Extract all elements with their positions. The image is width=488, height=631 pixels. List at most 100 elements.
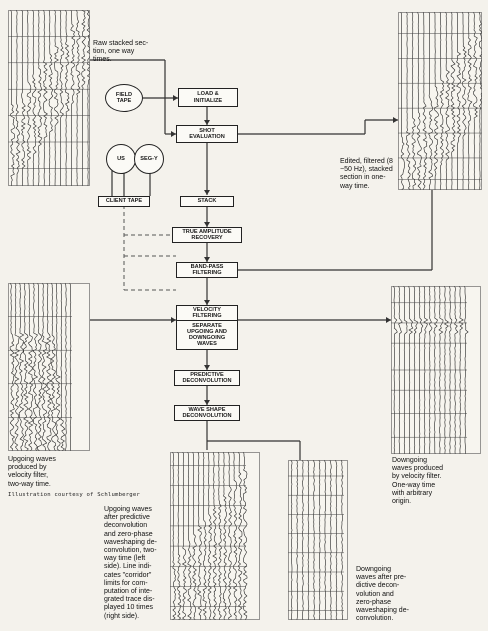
true-amplitude-line1: TRUE AMPLITUDE [182, 228, 232, 235]
downgoing-after-line6: waveshaping de- [356, 607, 409, 615]
upgoing-waves-panel [8, 283, 90, 451]
predictive-line2: DECONVOLUTION [182, 378, 232, 384]
raw-caption-line3: times. [93, 56, 112, 64]
velocity-filtering-node: VELOCITY FILTERING [176, 305, 238, 321]
seismic-trace [212, 452, 218, 620]
edited-caption-line2: −50 Hz), stacked [340, 166, 393, 174]
downgoing-waves-panel [391, 286, 481, 454]
seismic-trace [70, 10, 76, 186]
seismic-trace [202, 452, 207, 620]
seismic-trace [301, 460, 304, 620]
separate-line1: SEPARATE [192, 322, 222, 329]
upgoing-after-line9: cates "corridor" [104, 571, 152, 579]
downgoing-after-caption: Downgoing waves after pre- dictive decon… [356, 566, 456, 623]
separate-line4: WAVES [197, 341, 217, 348]
seismic-trace [439, 12, 445, 190]
seismic-trace [227, 452, 233, 620]
seismic-trace [318, 460, 321, 620]
downgoing-after-line2: waves after pre- [356, 574, 407, 582]
upgoing-caption-line4: two-way time. [8, 480, 51, 488]
upgoing-after-line10: limits for com- [104, 579, 148, 587]
stack-label: STACK [197, 198, 217, 205]
downgoing-caption-line3: by velocity filter. [392, 473, 442, 481]
upgoing-after-line6: convolution, two- [104, 547, 157, 555]
upgoing-after-line2: after predictive [104, 514, 150, 522]
seismic-trace [59, 10, 65, 186]
seismic-trace [444, 12, 450, 190]
true-amplitude-line2: RECOVERY [191, 235, 223, 241]
seismic-trace [64, 283, 67, 451]
seismic-trace [340, 460, 343, 620]
us-node: US [106, 144, 136, 174]
seismic-trace [27, 283, 34, 451]
seismic-trace [64, 10, 70, 186]
downgoing-after-line7: convolution. [356, 615, 394, 623]
seismic-trace [42, 10, 48, 186]
upgoing-after-line8: side). Line indi- [104, 563, 152, 571]
seismic-trace [9, 283, 16, 451]
seismic-trace [197, 452, 203, 620]
seismic-trace [232, 452, 238, 620]
seismic-trace [53, 10, 59, 186]
field-tape-node: FIELD TAPE [105, 84, 143, 112]
seismic-trace [15, 10, 21, 186]
segy-node: SEG-Y [134, 144, 164, 174]
bandpass-line1: BAND-PASS [190, 263, 224, 270]
seismic-trace [450, 12, 456, 190]
upgoing-after-line1: Upgoing waves [104, 506, 152, 513]
seismic-trace [207, 452, 213, 620]
panel-frame [398, 12, 482, 190]
seismic-trace [456, 12, 462, 190]
edited-caption-line4: way time. [340, 182, 370, 190]
seismic-trace [192, 452, 197, 620]
seismic-trace [32, 283, 39, 451]
field-tape-line1: FIELD [115, 92, 133, 98]
upgoing-after-line5: waveshaping de- [104, 538, 157, 546]
seismic-trace [41, 283, 48, 451]
seismic-trace [329, 460, 332, 620]
seismic-trace [222, 452, 227, 620]
seismic-trace [242, 452, 248, 620]
seismic-trace [405, 12, 411, 190]
panel-frame [8, 10, 90, 186]
client-tape-node: CLIENT TAPE [98, 196, 150, 207]
seismic-trace [433, 12, 439, 190]
bandpass-node: BAND-PASS FILTERING [176, 262, 238, 278]
velocity-filtering-line1: VELOCITY [193, 306, 221, 313]
upgoing-after-line7: way time (left [104, 555, 146, 563]
seismic-trace [400, 12, 405, 190]
segy-label: SEG-Y [140, 156, 158, 162]
downgoing-after-line5: zero-phase [356, 598, 392, 606]
seismic-trace [467, 12, 473, 190]
upgoing-after-decon-panel [170, 452, 260, 620]
us-label: US [117, 156, 125, 162]
seismic-trace [472, 12, 479, 190]
seismic-trace [46, 283, 52, 451]
downgoing-caption-line1: Downgoing [392, 457, 428, 464]
shot-evaluation-line1: SHOT [199, 127, 215, 134]
downgoing-caption-line5: with arbitrary [392, 489, 433, 497]
panel-frame [8, 283, 90, 451]
seismic-trace [48, 10, 54, 186]
seismic-trace [428, 12, 434, 190]
downgoing-caption-line6: origin. [392, 498, 412, 506]
seismic-trace [461, 12, 467, 190]
upgoing-after-line4: and zero-phase [104, 530, 153, 538]
client-tape-label: CLIENT TAPE [105, 198, 143, 205]
downgoing-caption-line2: waves produced [392, 465, 443, 473]
load-initialize-line1: LOAD & [197, 91, 219, 98]
seismic-trace [55, 283, 61, 451]
seismic-trace [290, 460, 293, 620]
predictive-decon-node: PREDICTIVE DECONVOLUTION [174, 370, 240, 386]
upgoing-after-caption: Upgoing waves after predictive deconvolu… [104, 506, 172, 621]
predictive-line1: PREDICTIVE [190, 371, 224, 378]
downgoing-caption-line4: One-way time [392, 481, 436, 489]
seismic-trace [23, 283, 29, 451]
seismic-trace [10, 10, 15, 186]
load-initialize-node: LOAD & INITIALIZE [178, 88, 238, 107]
downgoing-after-line4: volution and [356, 590, 394, 598]
downgoing-caption: Downgoing waves produced by velocity fil… [392, 457, 482, 506]
seismic-trace [296, 460, 299, 620]
seismic-trace [177, 452, 182, 620]
seismic-trace [181, 452, 187, 620]
